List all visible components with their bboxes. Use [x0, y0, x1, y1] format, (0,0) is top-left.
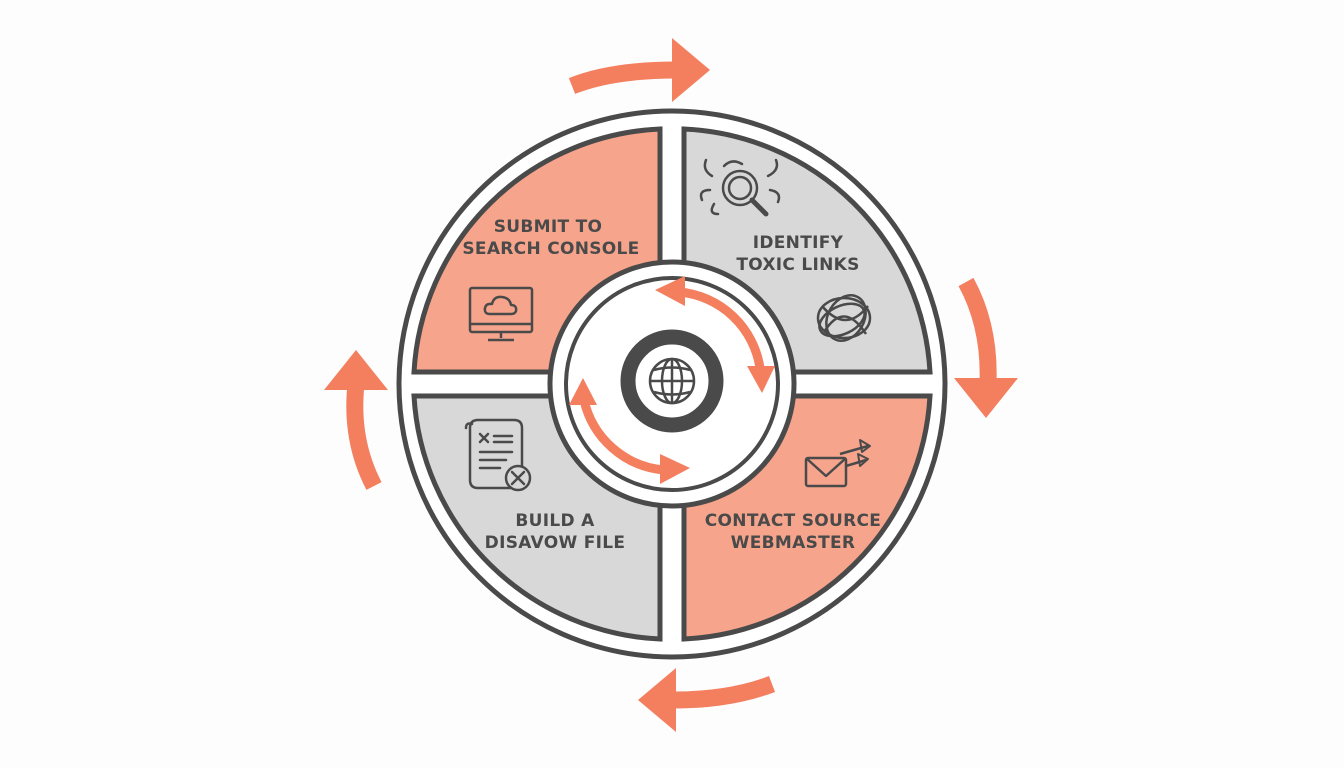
monitor-cloud-icon	[468, 286, 534, 342]
step-label-submit-line-1: SUBMIT TO	[494, 217, 603, 237]
step-label-identify-line-2: TOXIC LINKS	[736, 255, 859, 275]
step-label-disavow-line-1: BUILD A	[515, 511, 595, 531]
flow-arrow-bottom	[638, 668, 776, 732]
step-label-contact: CONTACT SOURCE WEBMASTER	[705, 511, 881, 553]
step-label-contact-line-2: WEBMASTER	[731, 533, 856, 553]
flow-arrow-left	[324, 350, 388, 490]
cycle-arrowhead-top-right	[747, 366, 775, 393]
magnifier-bug-icon	[699, 158, 781, 217]
hub-ring	[620, 329, 724, 433]
flow-arrow-top	[568, 38, 710, 102]
document-reject-icon	[464, 418, 532, 492]
step-label-disavow-line-2: DISAVOW FILE	[485, 533, 626, 553]
envelope-send-icon	[804, 439, 871, 488]
tangled-links-icon	[816, 294, 872, 342]
hub	[620, 329, 724, 433]
step-label-submit-line-2: SEARCH CONSOLE	[462, 239, 639, 259]
cycle-arrowhead-bottom-right	[660, 454, 690, 484]
step-label-contact-line-1: CONTACT SOURCE	[705, 511, 881, 531]
globe-icon	[648, 357, 696, 405]
cycle-arrow-bottom	[579, 395, 669, 475]
step-label-identify: IDENTIFY TOXIC LINKS	[736, 233, 859, 275]
cycle-arrow-top	[675, 287, 765, 373]
flow-arrow-right	[954, 277, 1018, 418]
cycle-arrowhead-top-left	[655, 276, 685, 306]
step-label-identify-line-1: IDENTIFY	[753, 233, 844, 253]
cycle-arrowhead-bottom-left	[569, 378, 597, 405]
cycle-arrows-icon	[569, 276, 775, 484]
step-label-disavow: BUILD A DISAVOW FILE	[485, 511, 626, 553]
step-label-submit: SUBMIT TO SEARCH CONSOLE	[462, 217, 639, 259]
